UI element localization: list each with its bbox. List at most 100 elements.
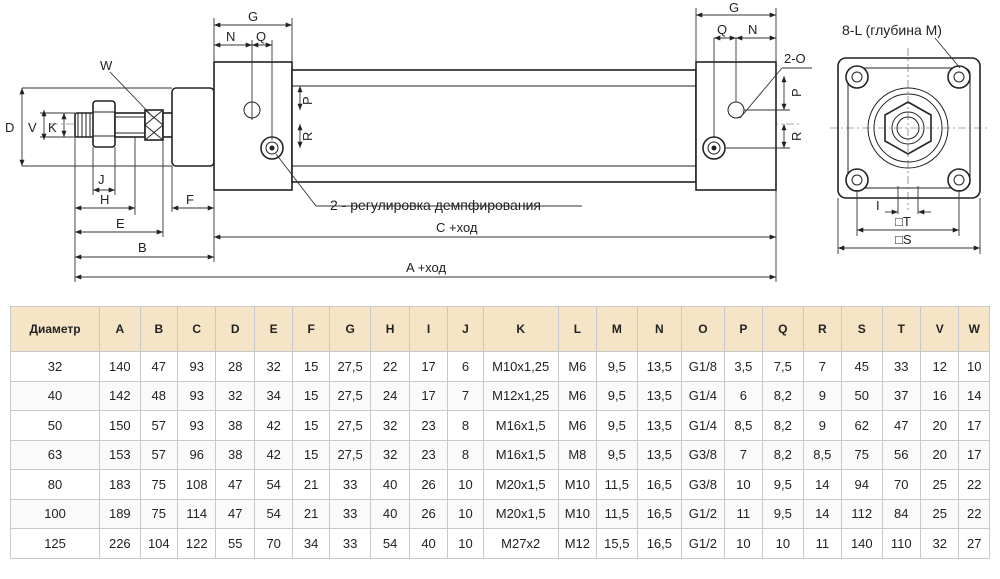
table-cell: 150 (99, 410, 141, 441)
table-cell: 15 (292, 380, 330, 411)
label-n-rear: N (748, 22, 757, 37)
table-cell: 17 (958, 439, 990, 470)
table-cell: 25 (919, 469, 960, 500)
table-cell: 50 (841, 380, 883, 411)
table-cell: 9,5 (596, 410, 638, 441)
table-cell: 20 (919, 439, 960, 470)
table-cell: 183 (99, 469, 141, 500)
label-q-front: Q (256, 29, 266, 44)
table-cell: 37 (881, 380, 922, 411)
table-cell: 75 (841, 439, 883, 470)
column-header: V (919, 306, 960, 352)
table-cell: 104 (139, 528, 179, 559)
table-cell: 26 (408, 498, 449, 529)
column-header: R (802, 306, 843, 352)
table-cell: 10 (447, 528, 484, 559)
table-cell: 13,5 (636, 439, 683, 470)
label-l: 8-L (глубина M) (842, 22, 942, 38)
table-cell: 22 (958, 469, 990, 500)
column-header: I (408, 306, 449, 352)
table-cell: 17 (408, 351, 449, 382)
table-cell: 32 (370, 410, 410, 441)
table-cell: 50 (9, 410, 101, 441)
table-cell: 17 (408, 380, 449, 411)
table-cell: 9,5 (596, 439, 638, 470)
table-cell: 32 (215, 380, 255, 411)
label-s: □S (895, 232, 912, 247)
table-cell: 33 (328, 469, 372, 500)
table-cell: 21 (292, 498, 330, 529)
table-cell: 6 (723, 380, 764, 411)
table-cell: 8,2 (762, 439, 804, 470)
table-cell: 9,5 (762, 498, 804, 529)
column-header: S (841, 306, 883, 352)
table-cell: M6 (557, 410, 598, 441)
table-cell: 23 (408, 410, 449, 441)
label-i: I (876, 198, 880, 213)
table-cell: M6 (557, 351, 598, 382)
table-cell: G3/8 (681, 439, 725, 470)
table-cell: 42 (253, 439, 294, 470)
label-f: F (186, 192, 194, 207)
label-port-o: 2-O (784, 51, 806, 66)
table-cell: M16x1,5 (482, 439, 559, 470)
table-cell: 32 (9, 351, 101, 382)
table-cell: 140 (99, 351, 141, 382)
table-cell: 27,5 (328, 351, 372, 382)
label-a: A +ход (406, 260, 446, 275)
table-cell: 6 (447, 351, 484, 382)
table-cell: G1/2 (681, 528, 725, 559)
column-header: E (253, 306, 294, 352)
table-cell: M10 (557, 498, 598, 529)
table-cell: 33 (328, 528, 372, 559)
table-cell: 12 (919, 351, 960, 382)
table-cell: 38 (215, 410, 255, 441)
table-cell: M10x1,25 (482, 351, 559, 382)
table-cell: 11,5 (596, 498, 638, 529)
column-header: Диаметр (9, 306, 101, 352)
front-bushing (171, 87, 215, 167)
table-cell: 15,5 (596, 528, 638, 559)
label-j: J (98, 172, 105, 187)
column-header: P (723, 306, 764, 352)
table-cell: 11,5 (596, 469, 638, 500)
table-cell: 26 (408, 469, 449, 500)
table-cell: G1/4 (681, 410, 725, 441)
table-cell: M20x1,5 (482, 469, 559, 500)
table-cell: 84 (881, 498, 922, 529)
table-cell: 47 (215, 469, 255, 500)
label-r-rear: R (789, 132, 804, 141)
table-cell: 34 (253, 380, 294, 411)
table-cell: 16,5 (636, 528, 683, 559)
table-cell: 55 (215, 528, 255, 559)
table-cell: 9 (802, 410, 843, 441)
table-cell: 47 (215, 498, 255, 529)
table-cell: 9,5 (596, 380, 638, 411)
table-cell: G1/4 (681, 380, 725, 411)
column-header: D (215, 306, 255, 352)
label-e: E (116, 216, 125, 231)
table-cell: 27 (958, 528, 990, 559)
label-n-front: N (226, 29, 235, 44)
table-cell: G1/2 (681, 498, 725, 529)
column-header: M (596, 306, 638, 352)
table-cell: 47 (139, 351, 179, 382)
table-cell: 9 (802, 380, 843, 411)
table-cell: 22 (370, 351, 410, 382)
label-g-front: G (248, 9, 258, 24)
table-cell: 189 (99, 498, 141, 529)
cylinder-drawing: G N Q G Q N P R P R 2-O 2 - регулировка … (5, 0, 990, 282)
table-cell: 32 (253, 351, 294, 382)
table-cell: 10 (447, 469, 484, 500)
column-header: W (958, 306, 990, 352)
table-cell: 40 (370, 498, 410, 529)
table-cell: 45 (841, 351, 883, 382)
label-w: W (100, 58, 113, 73)
table-cell: 13,5 (636, 410, 683, 441)
table-cell: 16 (919, 380, 960, 411)
table-cell: 122 (177, 528, 217, 559)
